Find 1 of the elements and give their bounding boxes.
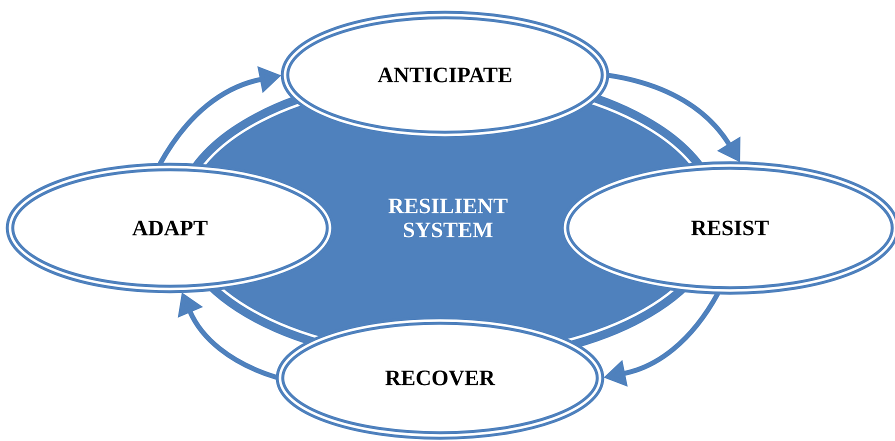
- node-label: RECOVER: [385, 370, 496, 386]
